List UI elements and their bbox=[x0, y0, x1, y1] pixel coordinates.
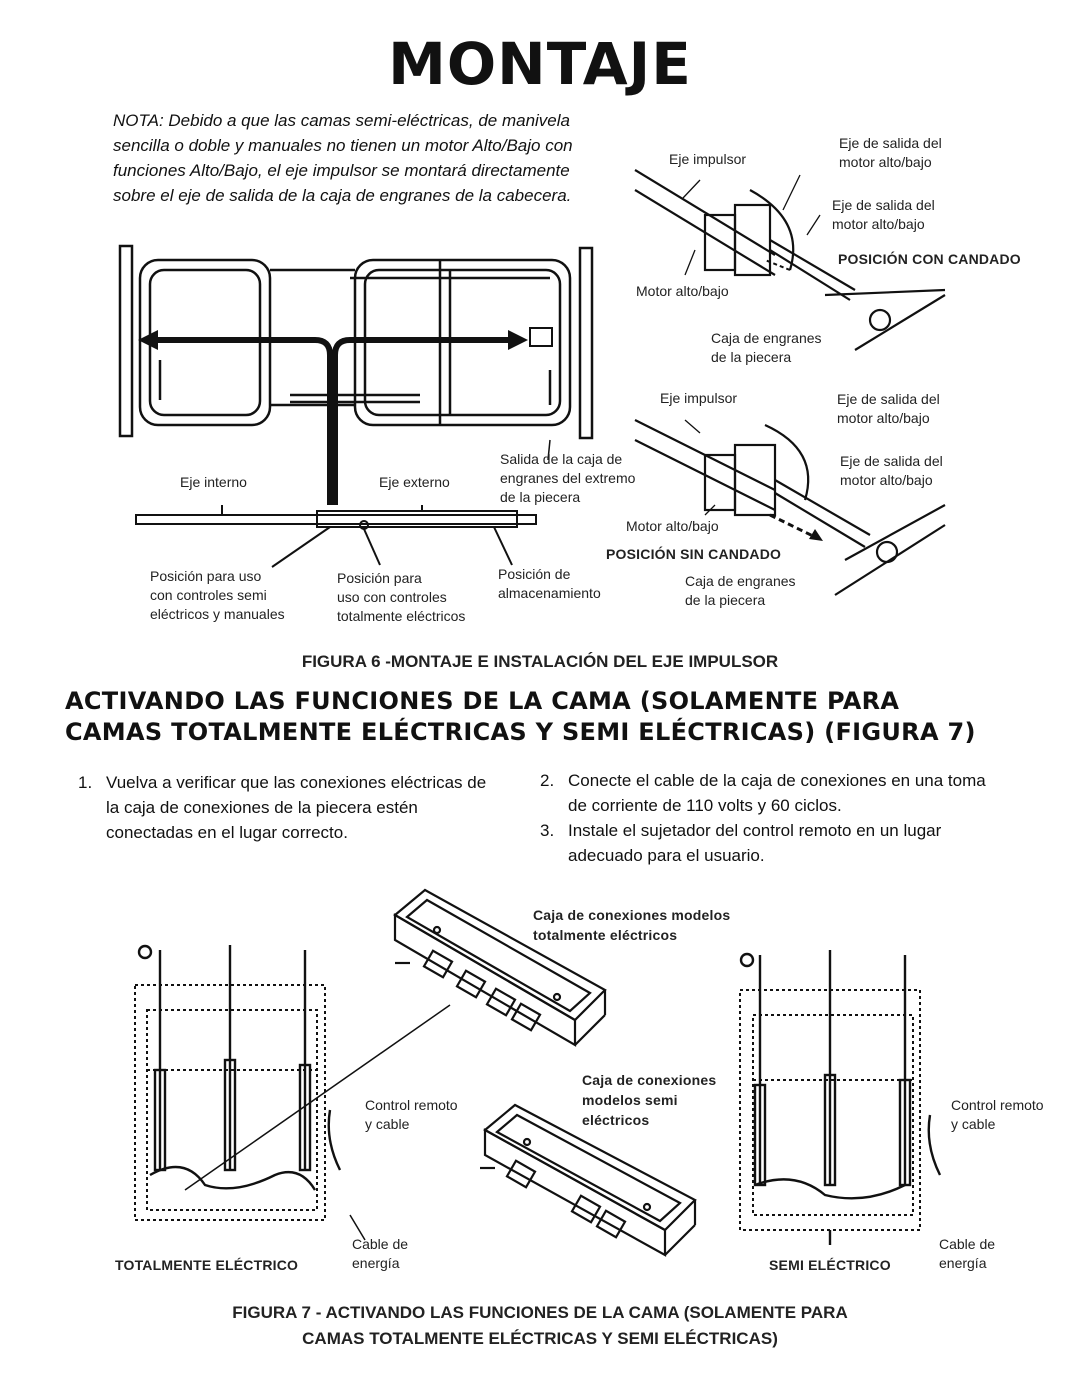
label-eje-salida-2b: Eje de salida del motor alto/bajo bbox=[840, 453, 943, 488]
section-heading-line2: CAMAS TOTALMENTE ELÉCTRICAS Y SEMI ELÉCT… bbox=[65, 718, 976, 746]
label-eje-salida-2a: Eje de salida del motor alto/bajo bbox=[837, 391, 940, 426]
label-eje-interno: Eje interno bbox=[180, 474, 247, 490]
label-caja-semi: Caja de conexiones modelos semi eléctric… bbox=[582, 1072, 717, 1128]
step-2-text: Conecte el cable de la caja de conexione… bbox=[568, 771, 986, 815]
locked-position-drawing bbox=[634, 169, 946, 351]
figure7-caption: FIGURA 7 - ACTIVANDO LAS FUNCIONES DE LA… bbox=[0, 1300, 1080, 1352]
fully-electric-bed-drawing bbox=[134, 944, 451, 1241]
label-motor-1: Motor alto/bajo bbox=[636, 283, 729, 299]
label-posicion-con-candado: POSICIÓN CON CANDADO bbox=[838, 251, 1021, 267]
label-posicion-total: Posición para uso con controles totalmen… bbox=[337, 570, 466, 624]
label-caja-total: Caja de conexiones modelos totalmente el… bbox=[533, 907, 731, 943]
label-eje-impulsor-2: Eje impulsor bbox=[660, 390, 738, 406]
label-eje-externo: Eje externo bbox=[379, 474, 450, 490]
label-posicion-sin-candado: POSICIÓN SIN CANDADO bbox=[606, 546, 782, 562]
label-motor-2: Motor alto/bajo bbox=[626, 518, 719, 534]
unlocked-position-drawing bbox=[634, 419, 946, 596]
figure6-caption: FIGURA 6 -MONTAJE E INSTALACIÓN DEL EJE … bbox=[301, 652, 779, 671]
step-3-text: Instale el sujetador del control remoto … bbox=[568, 821, 942, 865]
step-3-number: 3. bbox=[540, 821, 555, 840]
section-heading: ACTIVANDO LAS FUNCIONES DE LA CAMA (SOLA… bbox=[65, 686, 1025, 748]
connection-box-fully-electric bbox=[393, 888, 607, 1047]
connection-box-semi-electric bbox=[480, 1103, 697, 1257]
label-cable-energia-1: Cable de energía bbox=[352, 1236, 409, 1271]
step-2: 2. Conecte el cable de la caja de conexi… bbox=[540, 768, 990, 818]
label-semi-electrico: SEMI ELÉCTRICO bbox=[769, 1257, 891, 1273]
step-2-number: 2. bbox=[540, 771, 555, 790]
step-3: 3. Instale el sujetador del control remo… bbox=[540, 818, 990, 868]
label-control-remoto-2: Control remoto y cable bbox=[951, 1097, 1044, 1132]
label-totalmente-electrico: TOTALMENTE ELÉCTRICO bbox=[115, 1257, 299, 1273]
label-cable-energia-2: Cable de energía bbox=[939, 1236, 996, 1271]
label-control-remoto-1: Control remoto y cable bbox=[365, 1097, 458, 1132]
label-posicion-semi: Posición para uso con controles semi elé… bbox=[150, 568, 285, 622]
label-caja-piecera-1: Caja de engranes de la piecera bbox=[711, 330, 822, 365]
label-eje-salida-1a: Eje de salida del motor alto/bajo bbox=[839, 135, 942, 170]
semi-electric-bed-drawing bbox=[739, 950, 942, 1245]
drive-shaft-drawing bbox=[135, 505, 537, 568]
label-caja-piecera-2: Caja de engranes de la piecera bbox=[685, 573, 796, 608]
section-heading-line1: ACTIVANDO LAS FUNCIONES DE LA CAMA (SOLA… bbox=[65, 687, 900, 715]
figure7-caption-line1: FIGURA 7 - ACTIVANDO LAS FUNCIONES DE LA… bbox=[232, 1303, 848, 1322]
note-text: NOTA: Debido a que las camas semi-eléctr… bbox=[113, 111, 573, 205]
label-posicion-almacenamiento: Posición de almacenamiento bbox=[498, 566, 601, 601]
step-1-text: Vuelva a verificar que las conexiones el… bbox=[106, 773, 487, 842]
step-1: 1. Vuelva a verificar que las conexiones… bbox=[78, 770, 498, 845]
label-eje-impulsor-1: Eje impulsor bbox=[669, 151, 747, 167]
step-1-number: 1. bbox=[78, 773, 93, 792]
figure7-caption-line2: CAMAS TOTALMENTE ELÉCTRICAS Y SEMI ELÉCT… bbox=[302, 1329, 778, 1348]
page-title: MONTAJE bbox=[388, 30, 692, 98]
bed-frame-drawing bbox=[118, 244, 594, 505]
label-eje-salida-1b: Eje de salida del motor alto/bajo bbox=[832, 197, 935, 232]
label-salida-caja: Salida de la caja de engranes del extrem… bbox=[500, 451, 636, 505]
